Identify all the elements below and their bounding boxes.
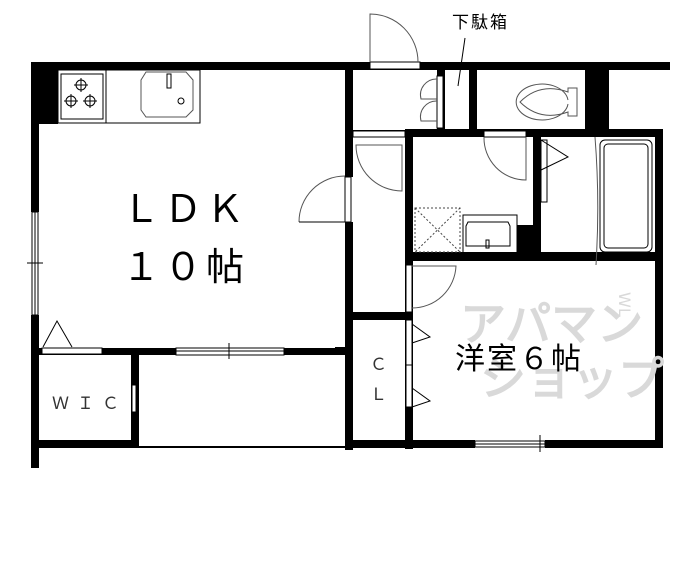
stove-icon: [64, 78, 97, 108]
entrance-door: [369, 13, 419, 63]
closet-label-l: Ｌ: [370, 385, 387, 405]
ldk-name-label: ＬＤＫ: [122, 187, 249, 231]
closet-label-c: Ｃ: [370, 355, 387, 375]
shoe-cabinet: [420, 37, 466, 129]
closet-doors: [405, 319, 432, 408]
ldk-closet-door: [41, 319, 103, 355]
washing-machine-icon: [414, 207, 461, 253]
svg-text:アパマン: アパマン: [460, 297, 643, 351]
shoe-cabinet-label: 下駄箱: [452, 13, 509, 33]
washbasin-icon: [462, 214, 518, 254]
toilet-icon: [515, 83, 578, 121]
watermark: アパマン ショップ: [460, 297, 664, 406]
watermark-side: WL: [615, 292, 634, 317]
kitchen-counter: [57, 69, 201, 124]
western-room-label: 洋室６帖: [455, 342, 583, 377]
svg-text:ショップ: ショップ: [480, 352, 664, 406]
wic-door: [131, 384, 137, 413]
washroom: [414, 130, 570, 254]
wic-label: ＷＩＣ: [52, 394, 127, 414]
bedroom-door: [405, 264, 457, 313]
windows: [27, 61, 546, 452]
sink-icon: [140, 71, 194, 118]
bathtub-icon: [594, 136, 653, 266]
corridor-door: [344, 130, 406, 223]
ldk-door: [298, 175, 346, 223]
ldk-size-label: １０帖: [122, 245, 249, 289]
